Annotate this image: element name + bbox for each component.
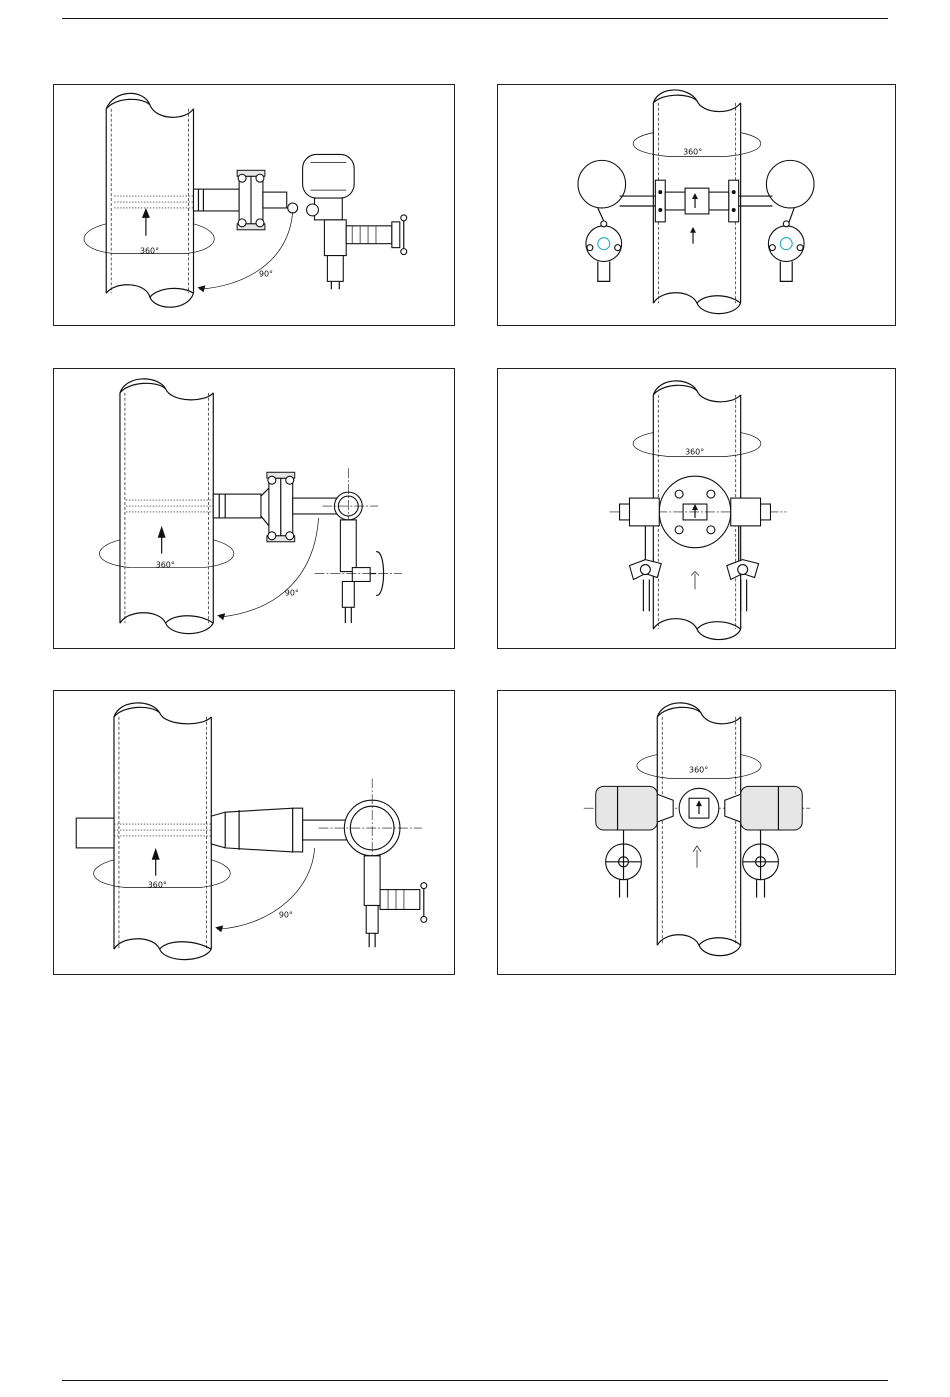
diagram-panel-side-view-1: 360° 90° [53, 84, 455, 326]
rotation-label: 360° [685, 447, 704, 456]
diagram-panel-front-view-3: 360° [497, 690, 896, 975]
footer-rule [62, 1380, 888, 1381]
swing-label: 90° [285, 588, 299, 597]
rotation-label: 360° [689, 765, 708, 774]
header-rule [62, 18, 888, 19]
swing-label: 90° [279, 910, 293, 919]
rotation-label: 360° [140, 247, 159, 256]
pipe-diagram-front-1: 360° [498, 85, 895, 325]
diagram-panel-front-view-2: 360° [497, 368, 896, 649]
rotation-label: 360° [148, 881, 167, 890]
rotation-label: 360° [156, 561, 175, 570]
swing-label: 90° [259, 269, 273, 278]
rotation-label: 360° [683, 147, 702, 156]
pipe-diagram-front-3: 360° [498, 691, 895, 974]
pipe-diagram-side-1: 360° 90° [54, 85, 454, 325]
diagram-panel-side-view-3: 360° 90° [53, 690, 455, 975]
pipe-diagram-side-2: 360° 90° [54, 369, 454, 648]
diagram-panel-side-view-2: 360° 90° [53, 368, 455, 649]
diagram-panel-front-view-1: 360° [497, 84, 896, 326]
pipe-diagram-side-3: 360° 90° [54, 691, 454, 974]
pipe-diagram-front-2: 360° [498, 369, 895, 648]
